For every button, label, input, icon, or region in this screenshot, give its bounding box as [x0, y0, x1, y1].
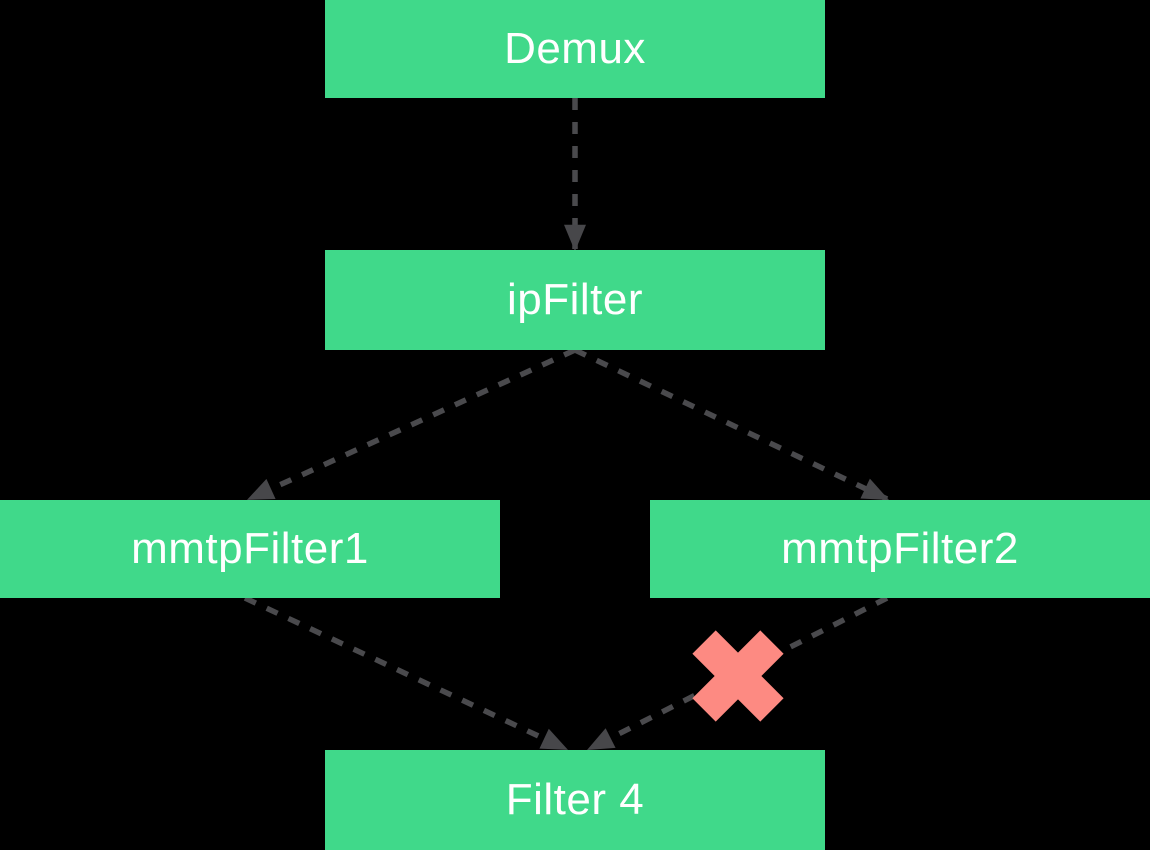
node-demux: Demux [325, 0, 825, 98]
node-filter4-label: Filter 4 [505, 775, 645, 824]
edge-ipFilter-to-mmtpFilter1 [246, 347, 577, 502]
edge-mmtpFilter1-to-filter4 [243, 595, 568, 752]
node-ipfilter: ipFilter [325, 250, 825, 350]
node-mmtpfilter2-label: mmtpFilter2 [781, 524, 1019, 573]
node-filter4: Filter 4 [325, 750, 825, 850]
node-mmtpfilter2: mmtpFilter2 [650, 500, 1150, 598]
node-mmtpfilter1-label: mmtpFilter1 [131, 524, 369, 573]
node-demux-label: Demux [504, 24, 646, 73]
edge-mmtpFilter2-to-filter4 [587, 595, 889, 752]
blocked-cross-icon [692, 630, 784, 722]
node-mmtpfilter1: mmtpFilter1 [0, 500, 500, 598]
node-ipfilter-label: ipFilter [506, 275, 644, 324]
edge-ipFilter-to-mmtpFilter2 [573, 347, 889, 502]
